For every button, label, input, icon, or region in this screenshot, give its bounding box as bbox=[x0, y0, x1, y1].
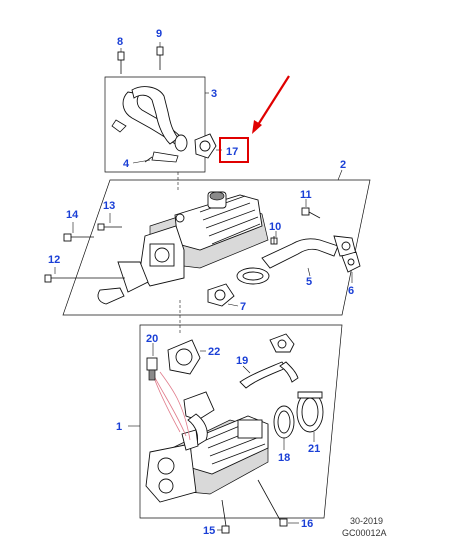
egr-valve-cooler-assembly bbox=[145, 391, 269, 503]
callout-19[interactable]: 19 bbox=[236, 355, 248, 367]
egr-elbow-pipe bbox=[111, 86, 188, 163]
gasket-6 bbox=[341, 251, 361, 283]
callout-13[interactable]: 13 bbox=[103, 200, 115, 212]
gasket-22 bbox=[167, 339, 206, 375]
clamp-21 bbox=[296, 391, 324, 442]
callout-1[interactable]: 1 bbox=[116, 421, 122, 433]
callout-15[interactable]: 15 bbox=[203, 525, 215, 537]
callout-20[interactable]: 20 bbox=[146, 333, 158, 345]
group-3-frame bbox=[104, 76, 209, 173]
footer-figure-id: GC00012A bbox=[342, 528, 387, 538]
callout-18[interactable]: 18 bbox=[278, 452, 290, 464]
callout-2[interactable]: 2 bbox=[340, 159, 346, 171]
callout-10[interactable]: 10 bbox=[269, 221, 281, 233]
leader-4 bbox=[132, 159, 151, 164]
callout-6[interactable]: 6 bbox=[348, 285, 354, 297]
callout-22[interactable]: 22 bbox=[208, 346, 220, 358]
highlight-box-17 bbox=[219, 137, 249, 163]
ring-gasket bbox=[236, 267, 270, 285]
callout-12[interactable]: 12 bbox=[48, 254, 60, 266]
bolt-14 bbox=[63, 222, 94, 242]
callout-9[interactable]: 9 bbox=[156, 28, 162, 40]
footer-date-code: 30-2019 bbox=[350, 516, 383, 526]
callout-14[interactable]: 14 bbox=[66, 209, 79, 221]
bolt-13 bbox=[97, 213, 122, 231]
group-1-frame bbox=[128, 324, 343, 519]
egr-cooler-assembly bbox=[97, 191, 269, 305]
callout-8[interactable]: 8 bbox=[117, 36, 123, 48]
bolt-10 bbox=[270, 231, 278, 245]
stud-9 bbox=[156, 42, 164, 70]
group-2-frame bbox=[62, 169, 371, 316]
callout-4[interactable]: 4 bbox=[123, 158, 130, 170]
gasket-17 bbox=[194, 133, 222, 159]
bolt-12 bbox=[44, 267, 125, 283]
callout-7[interactable]: 7 bbox=[240, 301, 246, 313]
gasket-7 bbox=[207, 283, 239, 307]
sensor-20 bbox=[146, 343, 158, 381]
red-arrow bbox=[252, 75, 290, 134]
callout-17[interactable]: 17 bbox=[226, 146, 238, 158]
bolt-11 bbox=[301, 199, 321, 219]
callout-3[interactable]: 3 bbox=[211, 88, 217, 100]
egr-pipe-5 bbox=[261, 235, 357, 277]
callout-5[interactable]: 5 bbox=[306, 276, 312, 288]
callout-16[interactable]: 16 bbox=[301, 518, 313, 530]
bolt-16 bbox=[257, 479, 299, 527]
callout-11[interactable]: 11 bbox=[300, 189, 312, 201]
callout-21[interactable]: 21 bbox=[308, 443, 320, 455]
bolt-8 bbox=[117, 48, 125, 74]
bolt-15 bbox=[217, 499, 230, 534]
seal-18 bbox=[273, 405, 295, 450]
pipe-19 bbox=[239, 333, 299, 389]
